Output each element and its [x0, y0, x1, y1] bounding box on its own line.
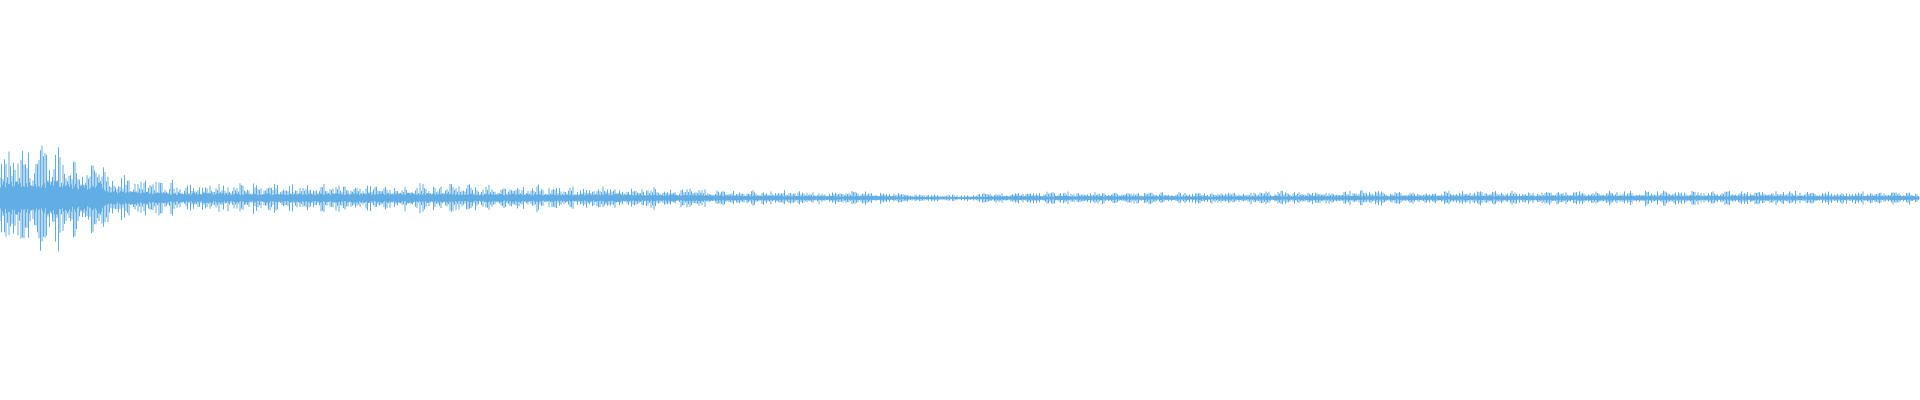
- waveform-samples: [0, 145, 1920, 252]
- waveform-core: [0, 180, 1920, 216]
